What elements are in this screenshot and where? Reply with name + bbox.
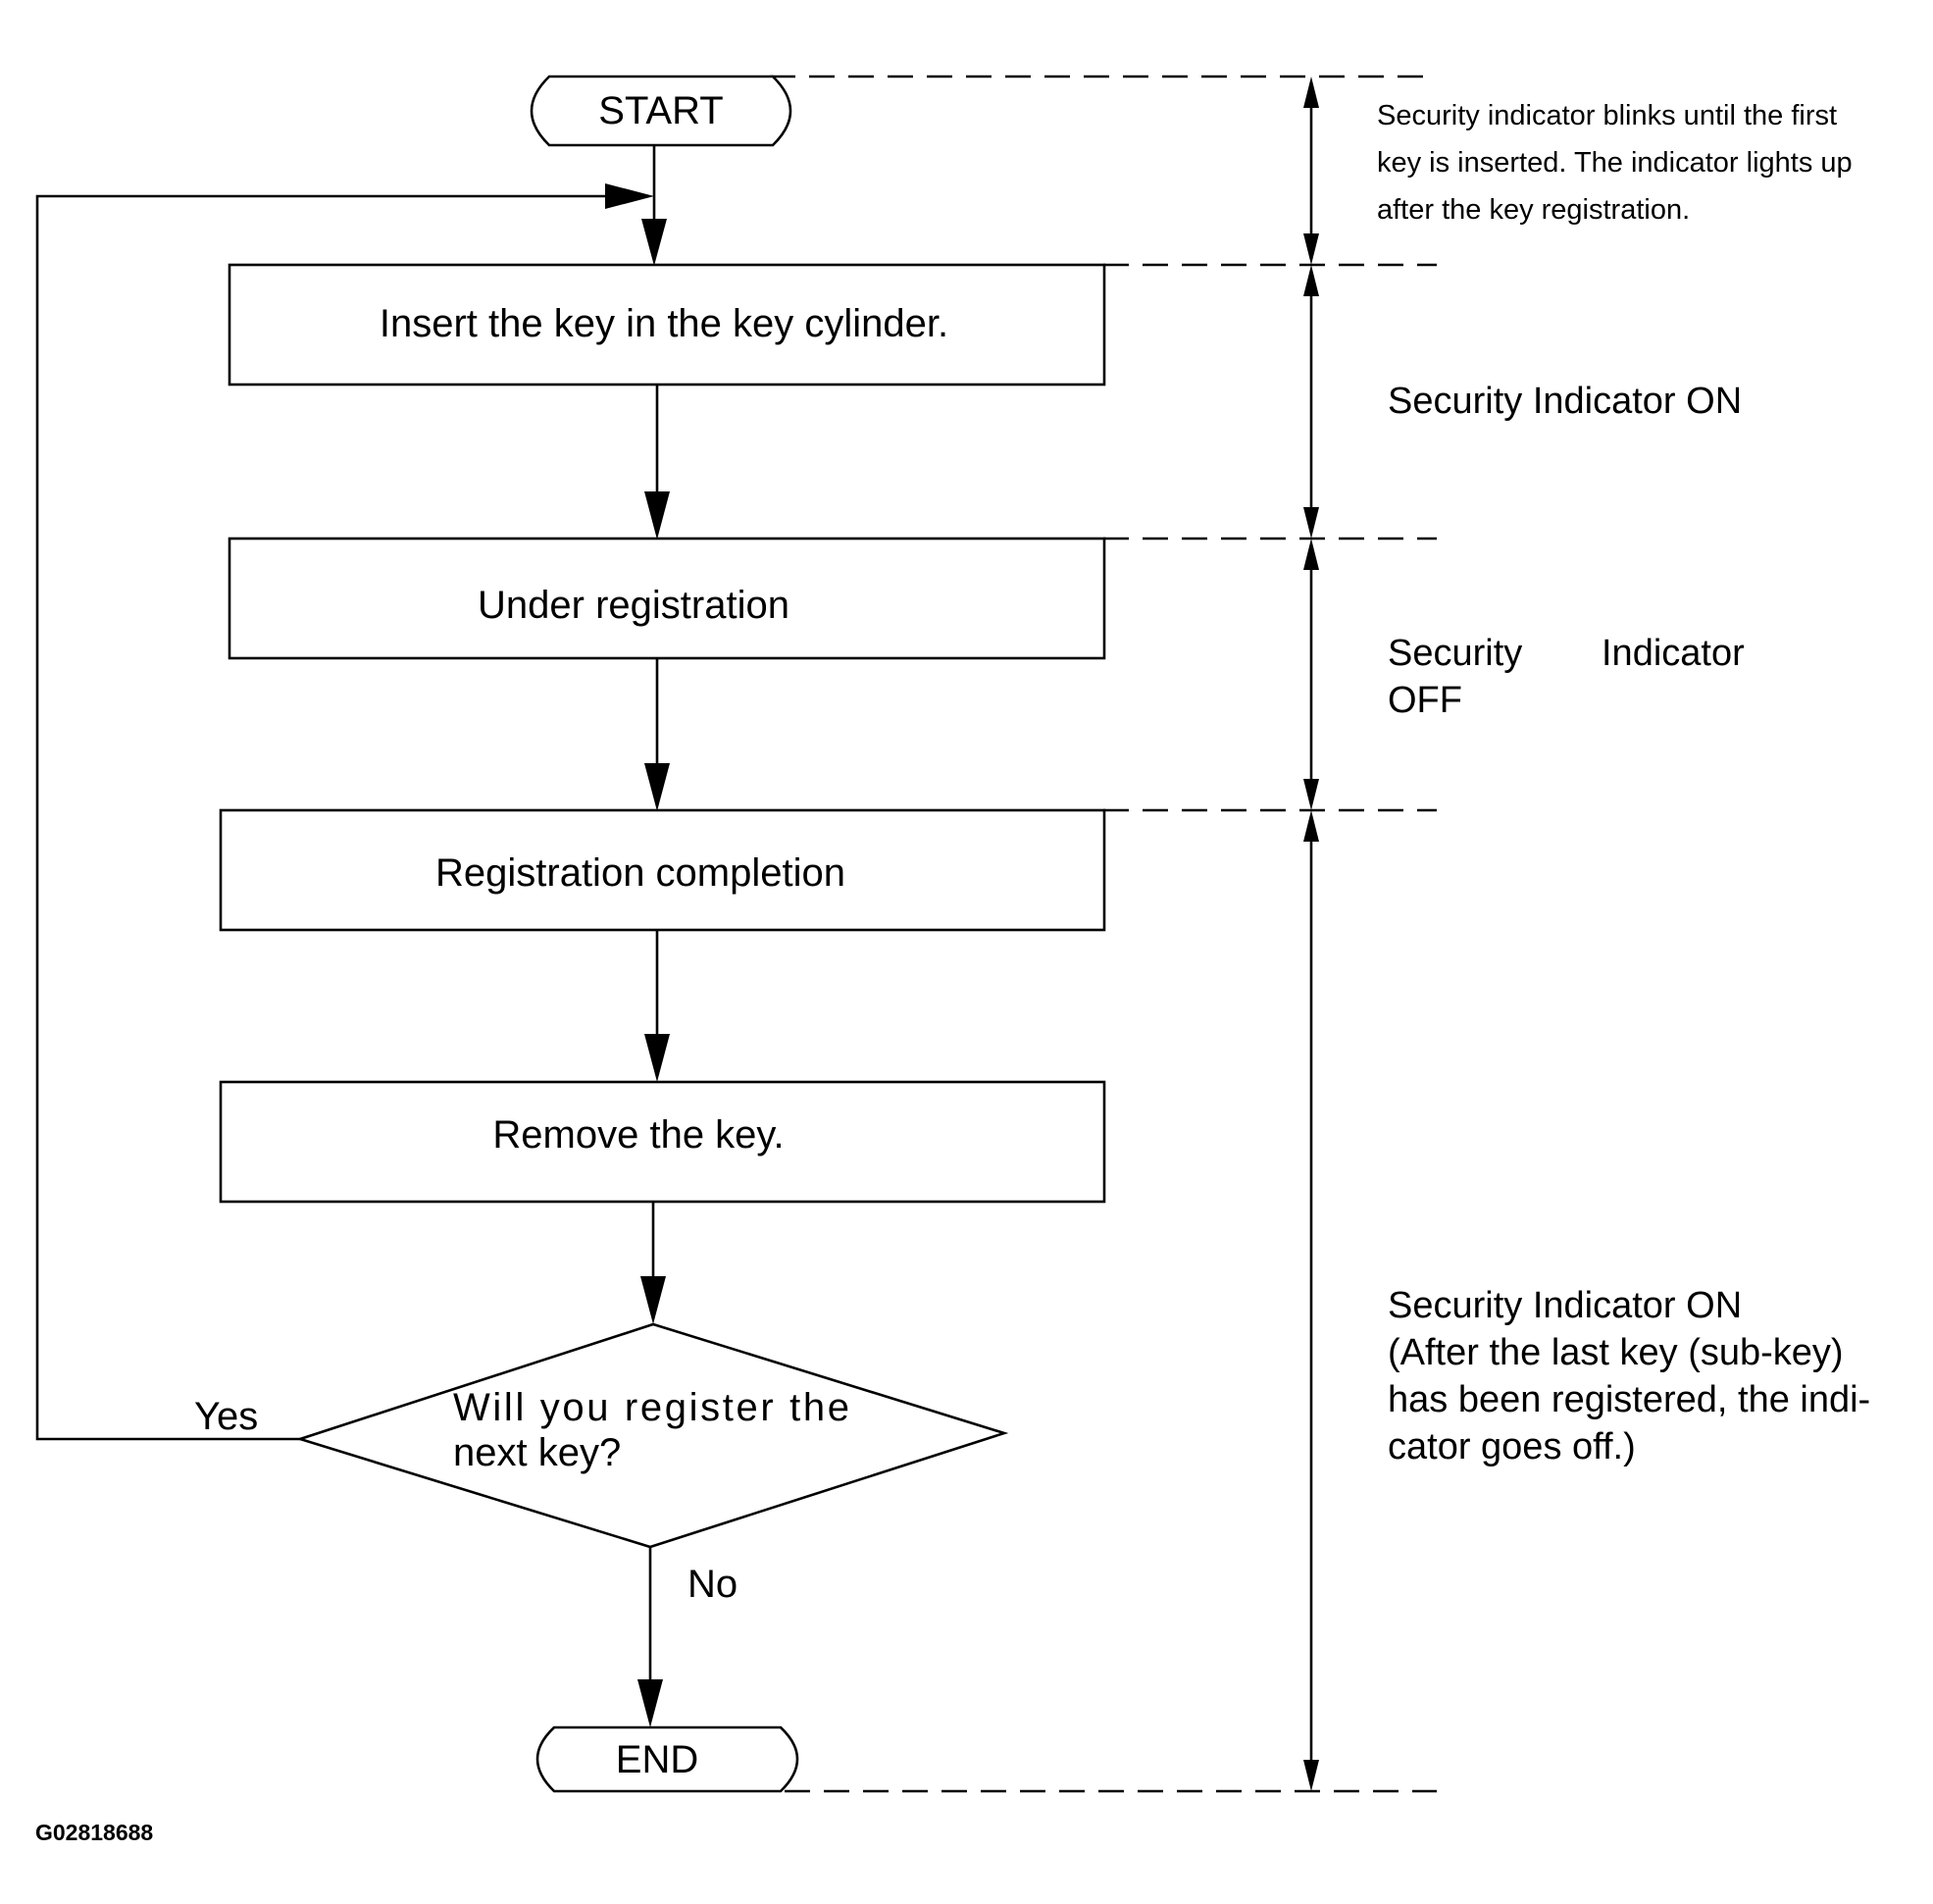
step-insert-key: Insert the key in the key cylinder. xyxy=(228,263,1106,386)
note-off-word-2: Indicator xyxy=(1602,633,1745,674)
note-on2-line-4: cator goes off.) xyxy=(1388,1426,1636,1467)
arrow-down-icon xyxy=(637,1679,663,1727)
arrow-down-icon xyxy=(641,219,667,266)
start-terminator: START xyxy=(530,75,792,147)
interval-on-2 xyxy=(1303,810,1319,1791)
interval-on-1 xyxy=(1303,265,1319,539)
yes-label: Yes xyxy=(194,1395,258,1438)
arrow-up-icon xyxy=(1303,539,1319,570)
step-complete-label: Registration completion xyxy=(435,851,845,895)
decision-next-key: Will you register the next key? xyxy=(295,1322,1009,1549)
note-indicator-on-2: Security Indicator ON (After the last ke… xyxy=(1388,1285,1870,1467)
step-insert-label: Insert the key in the key cylinder. xyxy=(380,302,948,345)
end-label: END xyxy=(616,1738,698,1781)
no-label: No xyxy=(687,1563,738,1606)
step-under-registration: Under registration xyxy=(228,537,1106,660)
arrow-down-icon xyxy=(644,1034,670,1082)
note-on2-line-1: Security Indicator ON xyxy=(1388,1285,1742,1326)
note-blink-line-3: after the key registration. xyxy=(1377,194,1690,226)
note-off-word-1: Security xyxy=(1388,633,1522,674)
decision-line-1: Will you register the xyxy=(453,1386,849,1429)
note-blink-line-1: Security indicator blinks until the firs… xyxy=(1377,100,1837,131)
arrow-down-icon xyxy=(1303,507,1319,539)
note-off-line-2: OFF xyxy=(1388,680,1462,721)
interval-blink xyxy=(1303,77,1319,265)
note-on2-line-3: has been registered, the indi- xyxy=(1388,1379,1870,1420)
decision-line-2: next key? xyxy=(453,1431,621,1474)
connector-yes-loop xyxy=(35,194,620,1441)
arrow-down-icon xyxy=(640,1276,666,1324)
arrow-down-icon xyxy=(644,491,670,540)
figure-code: G02818688 xyxy=(35,1820,153,1845)
arrow-down-icon xyxy=(1303,233,1319,265)
arrow-down-icon xyxy=(644,763,670,811)
step-remove-key: Remove the key. xyxy=(219,1080,1106,1204)
arrow-up-icon xyxy=(1303,77,1319,108)
step-remove-label: Remove the key. xyxy=(492,1113,784,1157)
note-blinking: Security indicator blinks until the firs… xyxy=(1377,100,1853,226)
arrow-up-icon xyxy=(1303,810,1319,842)
end-terminator: END xyxy=(535,1725,799,1793)
step-under-label: Under registration xyxy=(478,584,789,627)
arrow-up-icon xyxy=(1303,265,1319,296)
start-label: START xyxy=(598,89,723,132)
step-registration-completion: Registration completion xyxy=(219,808,1106,932)
arrow-down-icon xyxy=(1303,1760,1319,1791)
note-blink-line-2: key is inserted. The indicator lights up xyxy=(1377,147,1853,179)
arrow-down-icon xyxy=(1303,779,1319,810)
note-indicator-off: Security Indicator OFF xyxy=(1388,633,1745,721)
note-on2-line-2: (After the last key (sub-key) xyxy=(1388,1332,1844,1373)
note-indicator-on-1: Security Indicator ON xyxy=(1388,381,1742,422)
arrow-right-icon xyxy=(605,183,654,209)
interval-off xyxy=(1303,539,1319,810)
